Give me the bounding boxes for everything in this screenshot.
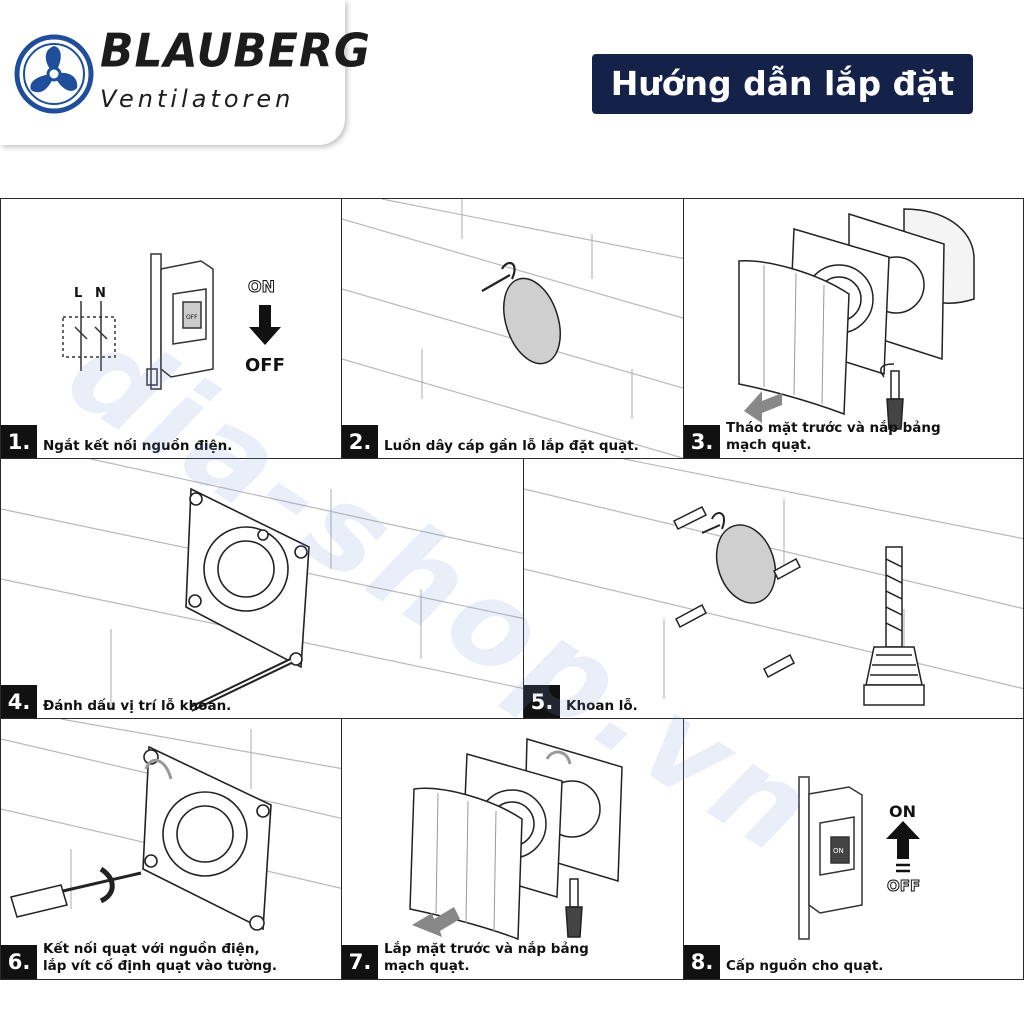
step-number: 6. bbox=[1, 945, 37, 979]
logo-card: BLAUBERG Ventilatoren bbox=[0, 0, 370, 145]
on-label: ON bbox=[889, 802, 916, 821]
step-number: 3. bbox=[684, 425, 720, 459]
step-caption: Cấp nguồn cho quạt. bbox=[726, 958, 884, 974]
step-panel-5: 5. Khoan lỗ. bbox=[523, 458, 1024, 720]
on-label: ON bbox=[248, 277, 275, 296]
page-title: Hướng dẫn lắp đặt bbox=[592, 54, 973, 114]
step-caption-line: Tháo mặt trước và nắp bảng bbox=[726, 420, 941, 436]
step-caption-line: Kết nối quạt với nguồn điện, bbox=[43, 941, 260, 957]
step-panel-1: OFF L N ON OFF 1. Ngắt kết nối nguồn điệ… bbox=[0, 198, 343, 460]
remove-cover-illustration bbox=[738, 208, 975, 430]
connect-mount-illustration bbox=[1, 719, 342, 931]
step-number: 1. bbox=[1, 425, 37, 459]
step-panel-7: 7. Lắp mặt trước và nắp bảng mạch quạt. bbox=[341, 718, 685, 980]
mark-holes-illustration bbox=[1, 459, 524, 712]
attach-cover-illustration bbox=[409, 738, 623, 941]
breaker-on-illustration: ON ON OFF bbox=[798, 776, 921, 940]
brand-name: BLAUBERG bbox=[100, 24, 371, 79]
off-label: OFF bbox=[245, 355, 285, 376]
step-caption: Lắp mặt trước và nắp bảng mạch quạt. bbox=[384, 941, 589, 975]
step-caption: Khoan lỗ. bbox=[566, 698, 638, 714]
drill-holes-illustration bbox=[524, 459, 1023, 706]
arrow-in-icon bbox=[412, 907, 460, 937]
step-caption: Kết nối quạt với nguồn điện, lắp vít cố … bbox=[43, 941, 277, 975]
step-caption-line: mạch quạt. bbox=[726, 437, 812, 453]
step-caption-line: lắp vít cố định quạt vào tường. bbox=[43, 958, 278, 974]
arrow-up-icon bbox=[886, 821, 920, 859]
wall-cable-illustration bbox=[342, 199, 684, 459]
label-n: N bbox=[95, 286, 106, 301]
step-panel-4: 4. Đánh dấu vị trí lỗ khoan. bbox=[0, 458, 525, 720]
step-caption: Ngắt kết nối nguồn điện. bbox=[43, 438, 233, 454]
fan-logo-icon bbox=[14, 34, 94, 114]
step-caption: Tháo mặt trước và nắp bảng mạch quạt. bbox=[726, 420, 941, 454]
step-caption: Luồn dây cáp gần lỗ lắp đặt quạt. bbox=[384, 438, 639, 454]
label-l: L bbox=[74, 286, 82, 301]
arrow-out-icon bbox=[744, 391, 782, 423]
step-number: 2. bbox=[342, 425, 378, 459]
rotate-arrow-icon bbox=[99, 866, 115, 904]
brand-tagline: Ventilatoren bbox=[100, 85, 295, 113]
step-caption: Đánh dấu vị trí lỗ khoan. bbox=[43, 698, 232, 714]
step-panel-8: ON ON OFF 8. Cấp nguồn cho quạt. bbox=[683, 718, 1024, 980]
off-label: OFF bbox=[887, 877, 920, 895]
step-caption-line: Lắp mặt trước và nắp bảng bbox=[384, 941, 589, 957]
breaker-off-illustration: OFF L N ON OFF bbox=[62, 253, 285, 390]
step-panel-2: 2. Luồn dây cáp gần lỗ lắp đặt quạt. bbox=[341, 198, 685, 460]
breaker-off-text: OFF bbox=[186, 314, 198, 321]
step-number: 8. bbox=[684, 945, 720, 979]
step-number: 5. bbox=[524, 685, 560, 719]
step-panel-6: 6. Kết nối quạt với nguồn điện, lắp vít … bbox=[0, 718, 343, 980]
step-number: 7. bbox=[342, 945, 378, 979]
arrow-down-icon bbox=[249, 305, 281, 345]
breaker-on-text: ON bbox=[833, 847, 844, 855]
step-panel-3: 3. Tháo mặt trước và nắp bảng mạch quạt. bbox=[683, 198, 1024, 460]
step-number: 4. bbox=[1, 685, 37, 719]
step-caption-line: mạch quạt. bbox=[384, 958, 470, 974]
